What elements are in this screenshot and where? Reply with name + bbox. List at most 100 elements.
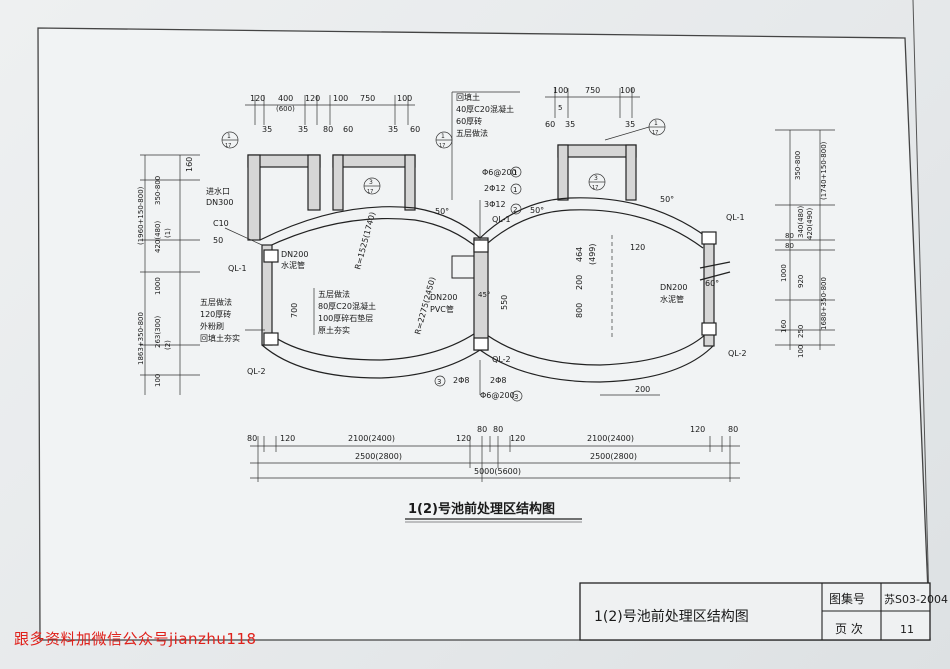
right-200: 200 (575, 275, 584, 290)
svg-text:3: 3 (437, 378, 441, 386)
title-block-title: 1(2)号池前处理区结构图 (594, 608, 749, 625)
angle-2: 50° (530, 206, 544, 215)
ql1-right-beam (701, 231, 717, 245)
right-pipe: 水泥管 (660, 294, 684, 304)
svg-text:2100(2400): 2100(2400) (587, 434, 634, 443)
section-marker-3: 1 17 (435, 131, 453, 149)
ql2-right-beam (701, 322, 717, 336)
svg-text:80: 80 (477, 425, 487, 434)
page-label: 页 次 (835, 622, 863, 636)
svg-text:3: 3 (369, 179, 373, 186)
svg-text:1000: 1000 (780, 264, 788, 282)
rebar-top-1: Φ6@200 (482, 168, 517, 177)
svg-text:160: 160 (780, 320, 788, 333)
section-marker-1: 1 17 (221, 131, 239, 149)
svg-text:1680+350-800: 1680+350-800 (820, 277, 828, 330)
c10-label: C10 (213, 219, 229, 228)
svg-text:340(480): 340(480) (797, 206, 805, 238)
dim-35e: 35 (565, 120, 575, 129)
dim-750b: 750 (585, 86, 600, 95)
pvc-pipe (451, 255, 475, 279)
dim-100a: 100 (333, 94, 348, 103)
top-dimension-chain-right: 100 750 100 5 60 35 35 (545, 86, 640, 129)
pvc-label: PVC管 (430, 304, 454, 314)
mid-notes: 五层做法 80厚C20混凝土 100厚碎石垫层 原土夯实 (313, 288, 376, 335)
right-200b: 200 (635, 385, 650, 394)
svg-text:120: 120 (280, 434, 295, 443)
ql2-left-beam (263, 332, 279, 346)
dim-100c: 100 (553, 86, 568, 95)
svg-text:(1960+150-800): (1960+150-800) (137, 186, 145, 245)
dim-5: 5 (558, 104, 562, 112)
svg-text:17: 17 (652, 130, 658, 136)
top-note-1: 40厚C20混凝土 (456, 104, 514, 114)
svg-text:3: 3 (594, 175, 598, 182)
svg-text:3: 3 (514, 393, 518, 401)
atlas-value: 苏S03-2004 (884, 593, 948, 606)
ql1-left-label: QL-1 (228, 264, 247, 273)
right-464: 464 (575, 247, 584, 262)
dim-80a: 80 (323, 125, 333, 134)
dim-60c: 60 (545, 120, 555, 129)
svg-text:1000: 1000 (154, 277, 162, 295)
right-pipe (699, 261, 731, 269)
atlas-label: 图集号 (829, 591, 865, 606)
svg-text:1: 1 (654, 120, 658, 127)
svg-text:(1740+150-800): (1740+150-800) (820, 141, 828, 200)
dim-35f: 35 (625, 120, 635, 129)
svg-text:80: 80 (728, 425, 738, 434)
svg-text:420(490): 420(490) (806, 208, 814, 240)
ql2-mid-label: QL-2 (492, 355, 511, 364)
svg-text:160: 160 (185, 157, 194, 172)
left-layer-2: 外粉刷 (200, 321, 224, 331)
right-dn200: DN200 (660, 283, 687, 292)
left-pipe: 水泥管 (281, 260, 305, 270)
svg-text:80: 80 (247, 434, 257, 443)
svg-text:420(480): 420(480) (154, 221, 162, 253)
left-vertical-dims: 160 (1960+150-800) 350-800 420(480) (1) … (137, 154, 200, 395)
rebar-bottom-2: 2Φ8 (490, 376, 506, 385)
pvc-dn200: DN200 (430, 293, 457, 302)
svg-text:2: 2 (513, 206, 517, 214)
rebar-callouts: Φ6@200 1 2Φ12 1 3Φ12 2 3 2Φ8 2Φ8 Φ6@200 … (434, 166, 523, 402)
page-value: 11 (900, 623, 914, 636)
svg-text:17: 17 (367, 189, 373, 195)
middle-shaft (332, 154, 416, 211)
ql2-right-label: QL-2 (728, 349, 747, 358)
left-labels: 进水口 DN300 C10 50 QL-1 DN200 水泥管 五层做法 120… (200, 186, 308, 376)
left-layer-3: 回填土夯实 (200, 333, 240, 343)
svg-text:17: 17 (439, 143, 445, 149)
frame-edge (912, 0, 931, 641)
svg-text:80: 80 (493, 425, 503, 434)
svg-text:1: 1 (513, 186, 517, 194)
dim-600: (600) (276, 105, 295, 113)
svg-text:263(300): 263(300) (154, 316, 162, 348)
mid-550: 550 (500, 295, 509, 310)
svg-text:(1): (1) (164, 228, 172, 238)
ql1-left-beam (263, 249, 279, 263)
svg-text:1: 1 (227, 133, 231, 140)
svg-text:5000(5600): 5000(5600) (474, 467, 521, 476)
svg-text:80: 80 (785, 232, 794, 240)
dim-120b: 120 (305, 94, 320, 103)
mid-note-2: 100厚碎石垫层 (318, 313, 373, 323)
dim-35b: 35 (298, 125, 308, 134)
dim-400: 400 (278, 94, 293, 103)
top-note-3: 五层做法 (456, 128, 488, 138)
left-layer-0: 五层做法 (200, 297, 232, 307)
svg-text:1863+350-800: 1863+350-800 (137, 312, 145, 365)
ql2-mid-beam (473, 337, 489, 351)
dim-35a: 35 (262, 125, 272, 134)
top-note-2: 60厚砖 (456, 116, 482, 126)
svg-text:100: 100 (154, 374, 162, 387)
svg-text:350-800: 350-800 (794, 151, 802, 180)
inlet-dn: DN300 (206, 198, 233, 207)
svg-text:120: 120 (510, 434, 525, 443)
dim-100d: 100 (620, 86, 635, 95)
section-marker-4: 3 17 (588, 173, 606, 191)
top-dimension-chain-left: 120 400 (600) 120 100 750 100 35 35 80 6… (245, 94, 420, 134)
right-labels: QL-1 QL-2 DN200 水泥管 464 (499) 200 800 12… (575, 213, 747, 396)
inlet-label: 进水口 (206, 186, 230, 196)
svg-text:17: 17 (592, 185, 598, 191)
